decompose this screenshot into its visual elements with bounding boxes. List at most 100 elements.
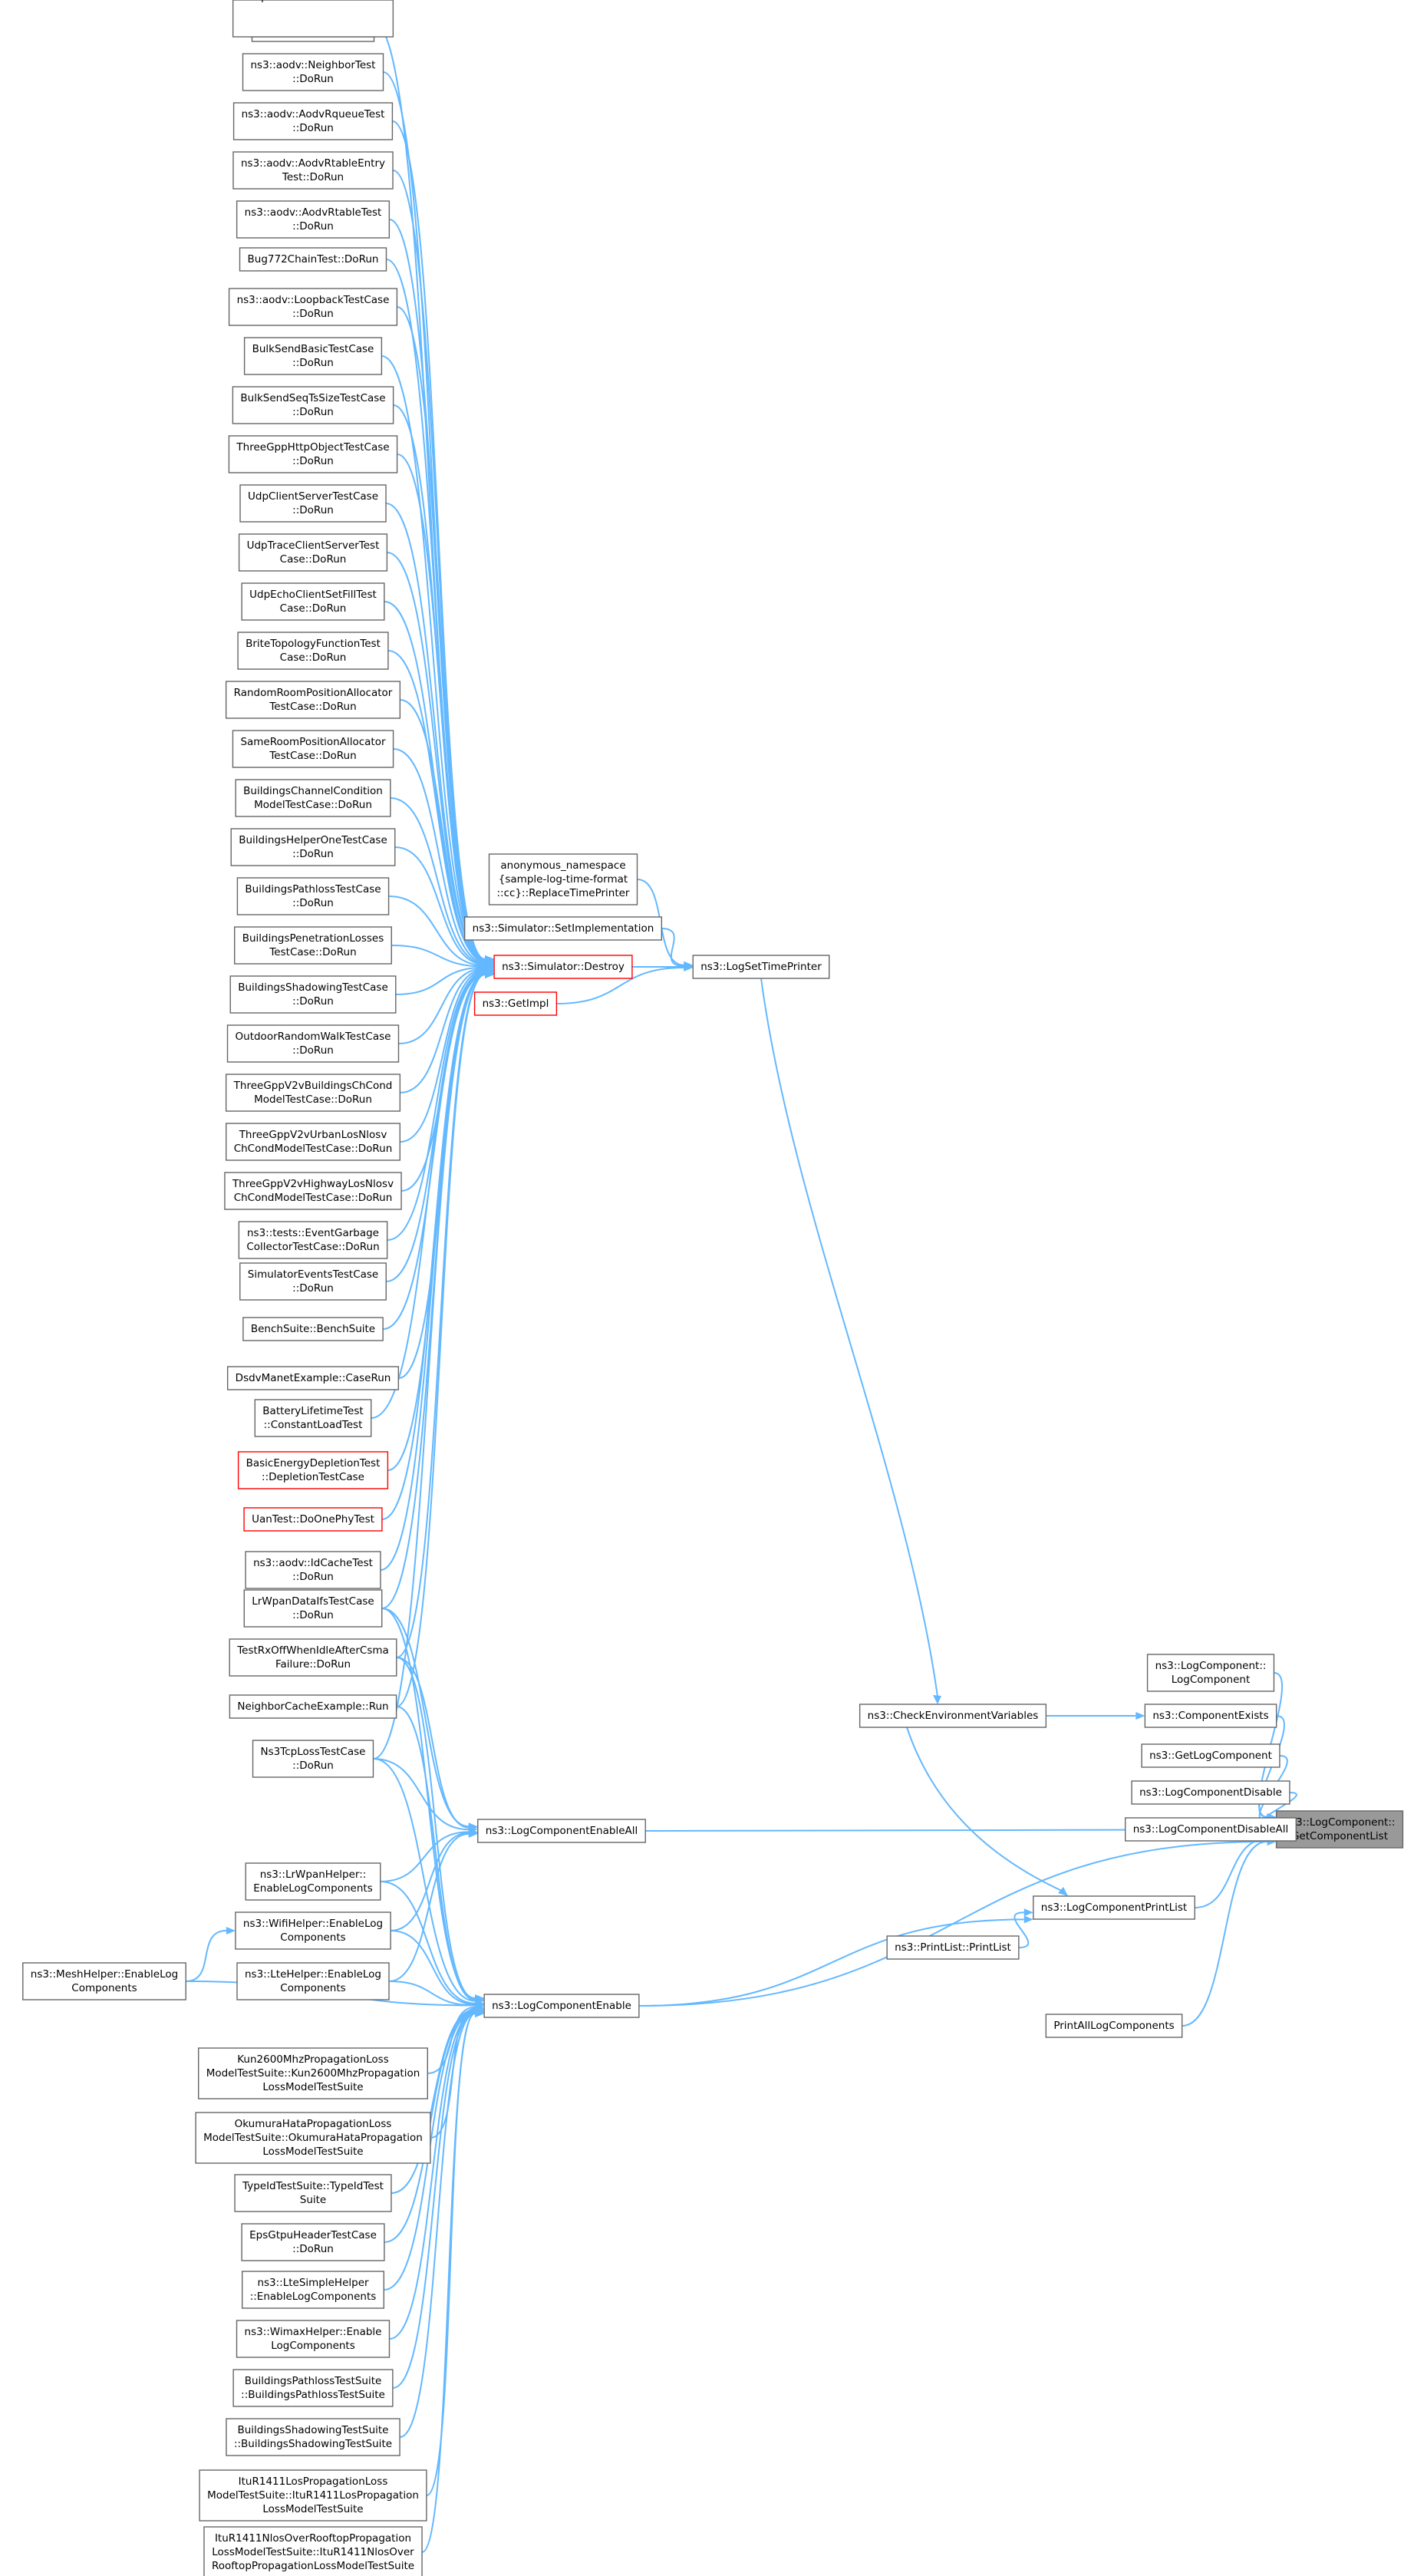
node-box — [241, 2223, 385, 2261]
node-box — [232, 102, 394, 140]
node-d10[interactable]: ThreeGppHttpObjectTestCase::DoRun — [228, 435, 398, 473]
node-box — [235, 779, 391, 817]
node-d11[interactable]: UdpClientServerTestCase::DoRun — [239, 484, 387, 523]
node-label: BuildingsShadowingTestSuite — [237, 2424, 388, 2436]
node-e02[interactable]: OkumuraHataPropagationLossModelTestSuite… — [195, 2112, 431, 2164]
node-lc_print_list[interactable]: ns3::LogComponentPrintList — [1033, 1895, 1195, 1920]
node-d39[interactable]: LrWpanPlmeAndPdInterfaceTestCase::DoRun — [232, 0, 394, 38]
node-get_impl[interactable]: ns3::GetImpl — [473, 991, 558, 1016]
node-d06[interactable]: Bug772ChainTest::DoRun — [239, 247, 387, 272]
node-e05[interactable]: ns3::LteSimpleHelper::EnableLogComponent… — [241, 2271, 385, 2309]
node-d18[interactable]: BuildingsHelperOneTestCase::DoRun — [230, 828, 396, 866]
node-e08[interactable]: BuildingsShadowingTestSuite::BuildingsSh… — [226, 2418, 400, 2456]
node-d29[interactable]: DsdvManetExample::CaseRun — [226, 1366, 400, 1390]
node-d37[interactable]: Ns3TcpLossTestCase::DoRun — [252, 1740, 374, 1778]
node-get_log[interactable]: ns3::GetLogComponent — [1141, 1743, 1281, 1768]
node-d34[interactable]: LrWpanDataIfsTestCase::DoRun — [243, 1589, 383, 1628]
node-d26[interactable]: ns3::tests::EventGarbageCollectorTestCas… — [238, 1221, 388, 1259]
node-lc_disable[interactable]: ns3::LogComponentDisable — [1131, 1780, 1290, 1805]
node-d05[interactable]: ns3::aodv::AodvRtableTest::DoRun — [236, 200, 391, 239]
call-edge — [556, 966, 684, 1004]
node-d02[interactable]: ns3::aodv::NeighborTest::DoRun — [242, 53, 384, 91]
call-edge — [391, 1930, 476, 2006]
node-d20[interactable]: BuildingsPenetrationLossesTestCase::DoRu… — [234, 926, 392, 965]
node-label: ns3::LogComponent:: — [1155, 1660, 1267, 1672]
node-d36[interactable]: NeighborCacheExample::Run — [229, 1694, 397, 1719]
node-d07[interactable]: ns3::aodv::LoopbackTestCase::DoRun — [228, 288, 398, 326]
node-e06[interactable]: ns3::WimaxHelper::EnableLogComponents — [236, 2320, 391, 2358]
node-log_set_time[interactable]: ns3::LogSetTimePrinter — [692, 955, 830, 979]
node-box — [232, 730, 394, 768]
node-root[interactable]: ns3::LogComponent::GetComponentList — [1275, 1810, 1404, 1849]
call-edge — [906, 1727, 1064, 1892]
node-d32[interactable]: UanTest::DoOnePhyTest — [243, 1507, 383, 1532]
node-box — [692, 955, 830, 979]
node-lc_enable_all[interactable]: ns3::LogComponentEnableAll — [477, 1819, 646, 1843]
node-label: BuildingsHelperOneTestCase — [239, 834, 387, 846]
node-d33[interactable]: ns3::aodv::IdCacheTest::DoRun — [245, 1551, 381, 1589]
node-label: SimulatorEventsTestCase — [248, 1268, 378, 1281]
node-e09[interactable]: ItuR1411LosPropagationLossModelTestSuite… — [199, 2469, 427, 2522]
node-box — [1141, 1743, 1281, 1768]
node-lc_enable[interactable]: ns3::LogComponentEnable — [483, 1994, 640, 2018]
node-wifi_helper[interactable]: ns3::WifiHelper::EnableLogComponents — [235, 1911, 391, 1950]
node-label: ::DoRun — [292, 504, 334, 516]
node-d28[interactable]: BenchSuite::BenchSuite — [242, 1317, 384, 1341]
node-label: TestCase::DoRun — [269, 750, 356, 762]
node-lte_helper[interactable]: ns3::LteHelper::EnableLogComponents — [236, 1962, 390, 2000]
arrowhead-icon — [933, 1695, 941, 1704]
node-d30[interactable]: BatteryLifetimeTest::ConstantLoadTest — [254, 1399, 372, 1437]
node-d27[interactable]: SimulatorEventsTestCase::DoRun — [239, 1262, 387, 1301]
node-box — [859, 1704, 1047, 1728]
node-comp_exists[interactable]: ns3::ComponentExists — [1144, 1704, 1277, 1728]
node-label: ns3::WifiHelper::EnableLog — [243, 1918, 383, 1930]
call-edge — [399, 2013, 476, 2438]
node-label: UdpClientServerTestCase — [248, 490, 378, 503]
node-mesh_helper[interactable]: ns3::MeshHelper::EnableLogComponents — [22, 1962, 186, 2000]
call-edge — [380, 1831, 469, 1882]
node-label: BuildingsPathlossTestSuite — [245, 2375, 382, 2387]
node-d17[interactable]: BuildingsChannelConditionModelTestCase::… — [235, 779, 391, 817]
node-d22[interactable]: OutdoorRandomWalkTestCase::DoRun — [226, 1024, 400, 1063]
node-label: ns3::aodv::AodvRtableEntry — [241, 157, 385, 170]
node-sim_setimpl[interactable]: ns3::Simulator::SetImplementation — [463, 916, 663, 941]
node-d21[interactable]: BuildingsShadowingTestCase::DoRun — [229, 975, 397, 1014]
node-e04[interactable]: EpsGtpuHeaderTestCase::DoRun — [241, 2223, 385, 2261]
node-sim_destroy[interactable]: ns3::Simulator::Destroy — [493, 955, 633, 979]
node-label: ThreeGppV2vBuildingsChCond — [233, 1080, 393, 1092]
node-label: CollectorTestCase::DoRun — [246, 1241, 379, 1253]
node-d09[interactable]: BulkSendSeqTsSizeTestCase::DoRun — [232, 386, 394, 424]
node-print_list[interactable]: ns3::PrintList::PrintList — [886, 1935, 1020, 1960]
node-label: ns3::LteSimpleHelper — [257, 2277, 369, 2289]
node-e10[interactable]: ItuR1411NlosOverRooftopPropagationLossMo… — [203, 2526, 423, 2576]
node-label: ::DoRun — [292, 122, 334, 134]
node-d25[interactable]: ThreeGppV2vHighwayLosNlosvChCondModelTes… — [224, 1172, 402, 1210]
node-d23[interactable]: ThreeGppV2vBuildingsChCondModelTestCase:… — [225, 1074, 401, 1112]
node-check_env[interactable]: ns3::CheckEnvironmentVariables — [859, 1704, 1047, 1728]
node-label: Case::DoRun — [280, 553, 347, 566]
node-e01[interactable]: Kun2600MhzPropagationLossModelTestSuite:… — [198, 2047, 428, 2099]
node-box — [224, 1172, 402, 1210]
node-d03[interactable]: ns3::aodv::AodvRqueueTest::DoRun — [232, 102, 394, 140]
node-anon_ns[interactable]: anonymous_namespace{sample-log-time-form… — [488, 853, 638, 905]
node-box — [252, 1740, 374, 1778]
node-lrwpan_helper[interactable]: ns3::LrWpanHelper::EnableLogComponents — [245, 1862, 381, 1901]
node-label: ns3::WimaxHelper::Enable — [245, 2326, 382, 2338]
node-print_all[interactable]: PrintAllLogComponents — [1045, 2014, 1183, 2038]
node-d15[interactable]: RandomRoomPositionAllocatorTestCase::DoR… — [225, 681, 401, 719]
node-e07[interactable]: BuildingsPathlossTestSuite::BuildingsPat… — [232, 2369, 394, 2407]
node-lc_disable_all[interactable]: ns3::LogComponentDisableAll — [1125, 1817, 1297, 1842]
node-d19[interactable]: BuildingsPathlossTestCase::DoRun — [236, 877, 390, 915]
node-label: Components — [280, 1982, 345, 1994]
node-d08[interactable]: BulkSendBasicTestCase::DoRun — [243, 337, 383, 375]
node-d24[interactable]: ThreeGppV2vUrbanLosNlosvChCondModelTestC… — [226, 1123, 400, 1161]
node-e03[interactable]: TypeIdTestSuite::TypeIdTestSuite — [234, 2174, 392, 2212]
node-lc_ctor[interactable]: ns3::LogComponent::LogComponent — [1146, 1654, 1275, 1692]
node-d31[interactable]: BasicEnergyDepletionTest::DepletionTestC… — [237, 1451, 389, 1489]
